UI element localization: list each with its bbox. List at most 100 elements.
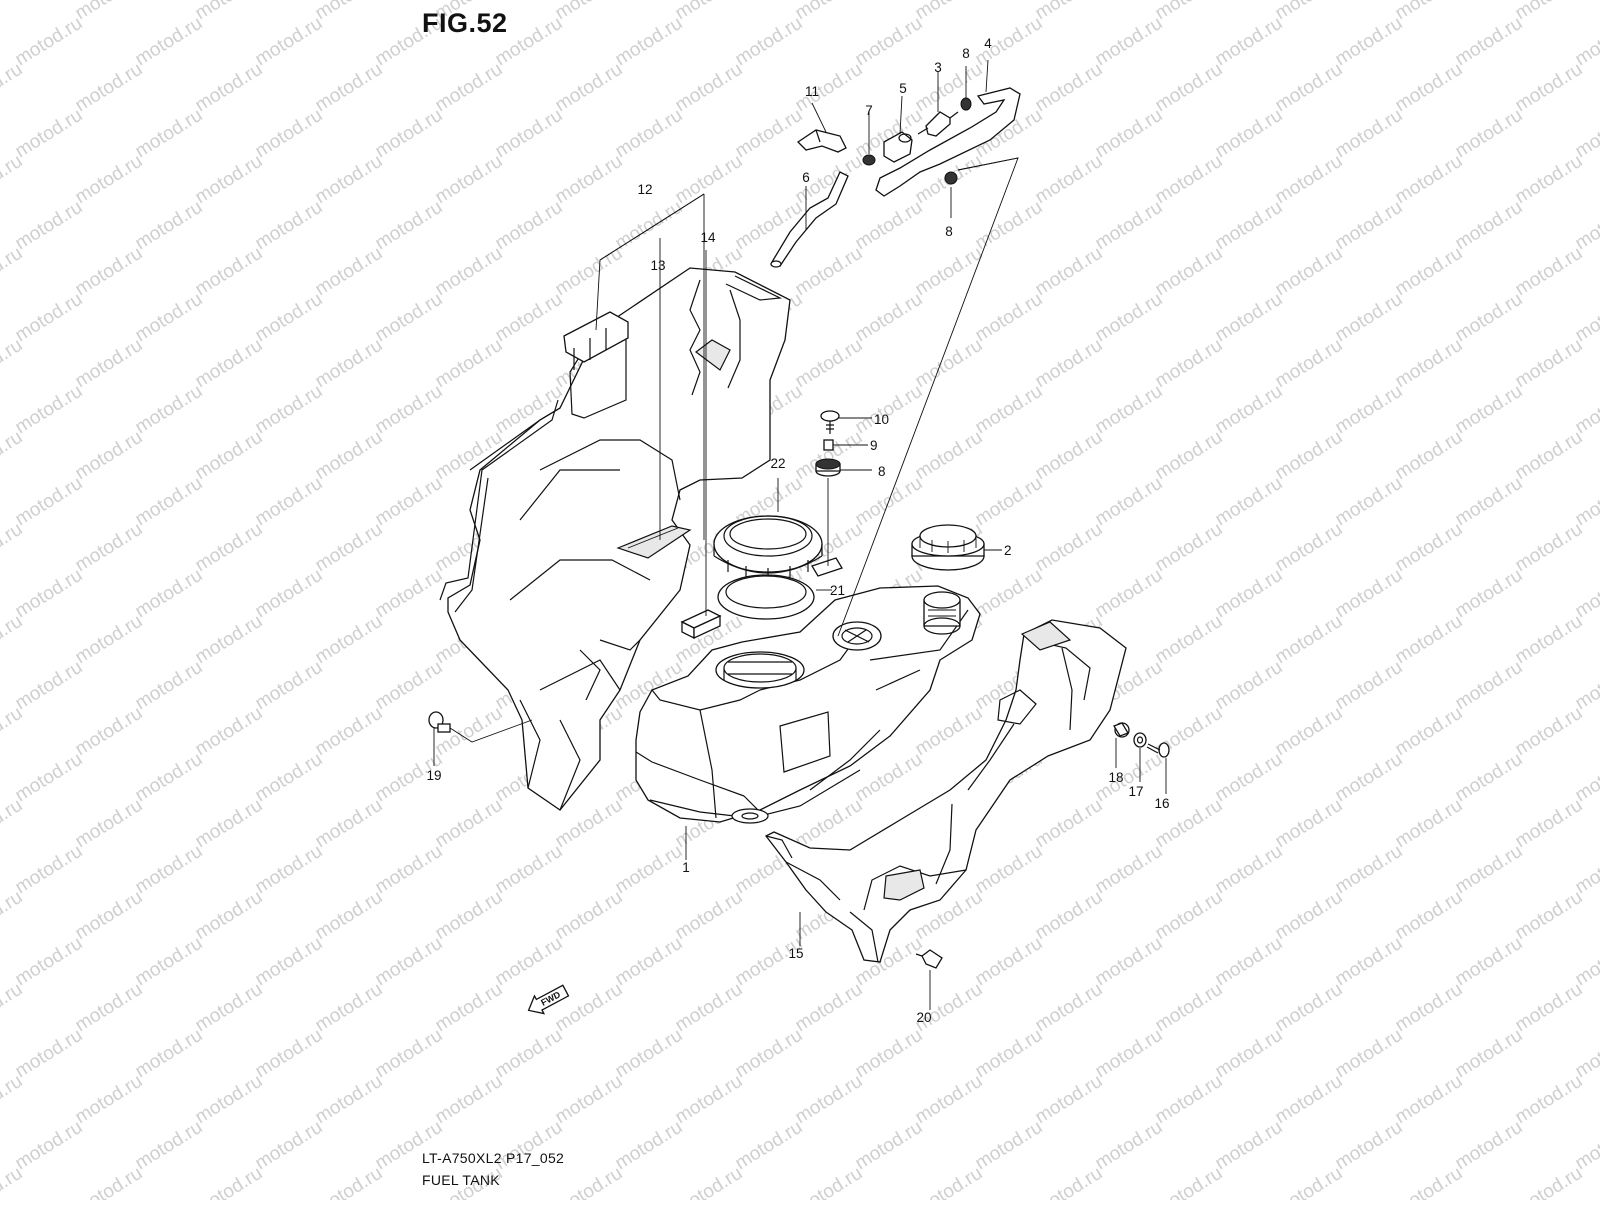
watermark-text: motod.ru <box>132 105 207 163</box>
watermark-text: motod.ru <box>1392 427 1467 485</box>
watermark-text: motod.ru <box>372 381 447 439</box>
watermark-text: motod.ru <box>432 243 507 301</box>
watermark-text: motod.ru <box>132 841 207 899</box>
watermark-text: motod.ru <box>1392 887 1467 945</box>
watermark-text: motod.ru <box>432 887 507 945</box>
watermark-text: motod.ru <box>732 1117 807 1175</box>
watermark-text: motod.ru <box>1512 59 1587 117</box>
watermark-text: motod.ru <box>1152 1163 1227 1200</box>
watermark-text: motod.ru <box>252 1025 327 1083</box>
callout-10: 9 <box>870 438 878 453</box>
watermark-text: motod.ru <box>552 1163 627 1200</box>
watermark-text: motod.ru <box>432 795 507 853</box>
watermark-text: motod.ru <box>192 703 267 761</box>
watermark-text: motod.ru <box>1452 933 1527 991</box>
watermark-text: motod.ru <box>972 13 1047 71</box>
callout-6: 6 <box>802 170 810 185</box>
watermark-text: motod.ru <box>72 335 147 393</box>
watermark-text: motod.ru <box>1452 105 1527 163</box>
watermark-text: motod.ru <box>72 611 147 669</box>
watermark-text: motod.ru <box>132 1025 207 1083</box>
watermark-text: motod.ru <box>792 243 867 301</box>
watermark-text: motod.ru <box>1512 427 1587 485</box>
watermark-text: motod.ru <box>1512 611 1587 669</box>
callout-9: 8 <box>878 464 886 479</box>
watermark-text: motod.ru <box>552 887 627 945</box>
watermark-text: motod.ru <box>1032 519 1107 577</box>
watermark-text: motod.ru <box>372 657 447 715</box>
watermark-text: motod.ru <box>1512 979 1587 1037</box>
callout-4: 4 <box>984 36 992 51</box>
watermark-text: motod.ru <box>612 1025 687 1083</box>
part-9-grommet <box>815 458 841 477</box>
watermark-text: motod.ru <box>1272 1163 1347 1200</box>
watermark-text: motod.ru <box>1032 1163 1107 1200</box>
watermark-text: motod.ru <box>1452 289 1527 347</box>
watermark-text: motod.ru <box>792 979 867 1037</box>
watermark-text: motod.ru <box>1032 887 1107 945</box>
watermark-text: motod.ru <box>972 381 1047 439</box>
watermark-text: motod.ru <box>12 657 87 715</box>
part-11-bolt <box>820 410 840 434</box>
watermark-text: motod.ru <box>312 335 387 393</box>
watermark-text: motod.ru <box>912 979 987 1037</box>
callout-7: 7 <box>865 103 873 118</box>
watermark-text: motod.ru <box>852 197 927 255</box>
watermark-text: motod.ru <box>1512 1163 1587 1200</box>
watermark-text: motod.ru <box>252 13 327 71</box>
watermark-text: motod.ru <box>312 979 387 1037</box>
watermark-text: motod.ru <box>132 381 207 439</box>
watermark-text: motod.ru <box>792 0 867 24</box>
watermark-text: motod.ru <box>1272 979 1347 1037</box>
watermark-text: motod.ru <box>1212 749 1287 807</box>
watermark-text: motod.ru <box>1452 473 1527 531</box>
watermark-text: motod.ru <box>252 1117 327 1175</box>
watermark-text: motod.ru <box>492 289 567 347</box>
watermark-text: motod.ru <box>1332 565 1407 623</box>
watermark-text: motod.ru <box>192 0 267 24</box>
watermark-text: motod.ru <box>732 105 807 163</box>
callout-19: 18 <box>1108 770 1123 785</box>
watermark-text: motod.ru <box>1272 887 1347 945</box>
callout-1: 1 <box>682 860 690 875</box>
model-code: LT-A750XL2 P17_052 <box>422 1150 565 1166</box>
part-5-valve <box>883 131 913 163</box>
watermark-text: motod.ru <box>12 197 87 255</box>
watermark-text: motod.ru <box>1092 197 1167 255</box>
watermark-text: motod.ru <box>192 887 267 945</box>
watermark-text: motod.ru <box>1512 519 1587 577</box>
watermark-text: motod.ru <box>312 0 387 24</box>
watermark-text: motod.ru <box>1332 13 1407 71</box>
watermark-text: motod.ru <box>252 473 327 531</box>
watermark-text: motod.ru <box>432 59 507 117</box>
watermark-text: motod.ru <box>72 703 147 761</box>
watermark-text: motod.ru <box>192 335 267 393</box>
watermark-text: motod.ru <box>972 473 1047 531</box>
watermark-text: motod.ru <box>732 933 807 991</box>
watermark-text: motod.ru <box>1332 289 1407 347</box>
watermark-text: motod.ru <box>1392 519 1467 577</box>
watermark-text: motod.ru <box>1212 841 1287 899</box>
watermark-text: motod.ru <box>1152 335 1227 393</box>
watermark-text: motod.ru <box>12 933 87 991</box>
watermark-text: motod.ru <box>432 335 507 393</box>
watermark-text: motod.ru <box>12 841 87 899</box>
watermark-text: motod.ru <box>912 59 987 117</box>
watermark-text: motod.ru <box>1452 1117 1527 1175</box>
watermark-text: motod.ru <box>252 841 327 899</box>
watermark-text: motod.ru <box>252 749 327 807</box>
watermark-text: motod.ru <box>1032 427 1107 485</box>
watermark-text: motod.ru <box>252 381 327 439</box>
part-6-hose <box>771 171 849 267</box>
watermark-text: motod.ru <box>612 105 687 163</box>
watermark-text: motod.ru <box>12 1117 87 1175</box>
watermark-text: motod.ru <box>972 289 1047 347</box>
watermark-text: motod.ru <box>12 105 87 163</box>
watermark-text: motod.ru <box>372 1025 447 1083</box>
part-2-fuel-cap <box>911 524 985 571</box>
watermark-text: motod.ru <box>0 0 26 24</box>
watermark-text: motod.ru <box>912 1071 987 1129</box>
watermark-text: motod.ru <box>492 105 567 163</box>
watermark-text: motod.ru <box>1092 565 1167 623</box>
